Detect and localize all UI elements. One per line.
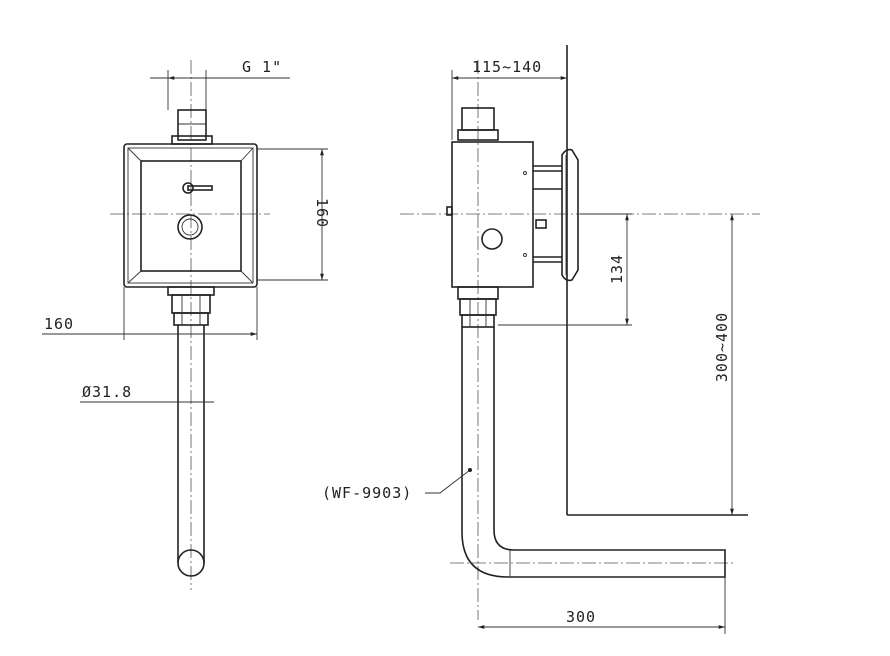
part-number-label: (WF-9903) <box>322 484 412 502</box>
wall-offset-label: 115~140 <box>472 58 542 76</box>
pipe-length-label: 300 <box>566 608 596 626</box>
thread-size-label: G 1" <box>242 58 282 76</box>
pipe-diameter-label: Ø31.8 <box>82 383 132 401</box>
side-height-label: 134 <box>608 254 626 284</box>
floor-height-label: 300~400 <box>713 312 731 382</box>
front-view <box>110 60 270 590</box>
front-height-label: 160 <box>313 198 331 228</box>
lever-icon <box>182 182 213 194</box>
front-width-label: 160 <box>44 315 74 333</box>
side-dimensions: 115~140 134 300~400 300 (WF-9903) <box>322 58 734 634</box>
front-dimensions: G 1" 160 160 Ø31.8 <box>42 58 331 403</box>
side-view <box>400 45 760 620</box>
sensor-button-icon <box>177 214 203 240</box>
